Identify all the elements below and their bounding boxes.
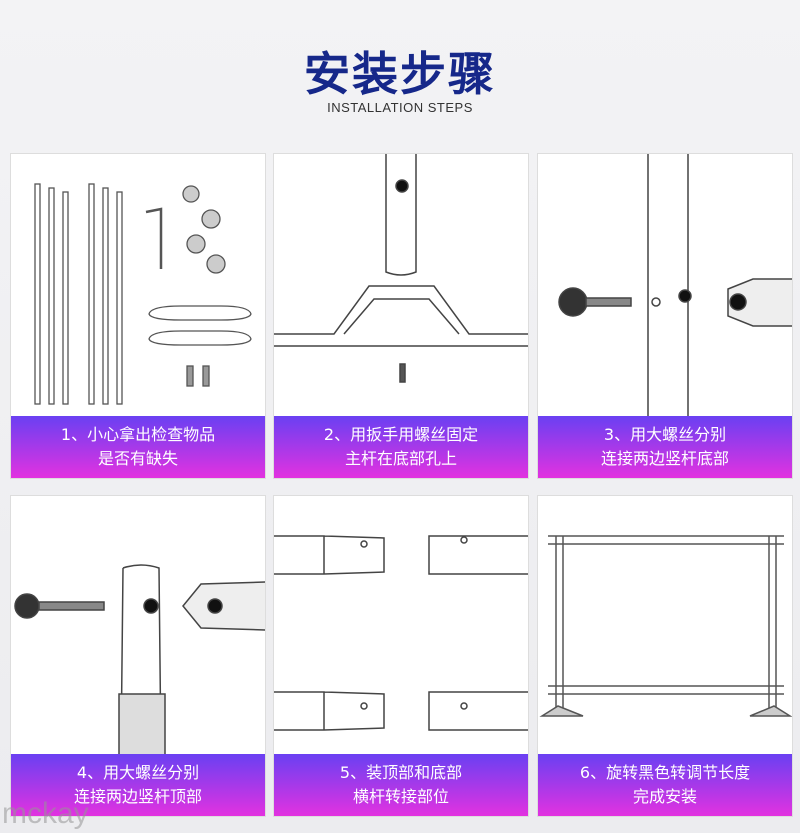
caption-line: 2、用扳手用螺丝固定	[323, 425, 479, 444]
caption-line: 是否有缺失	[97, 449, 178, 468]
base-illustration	[274, 154, 528, 383]
step-3-panel: 3、用大螺丝分别连接两边竖杆底部	[537, 153, 793, 479]
page-subtitle: INSTALLATION STEPS	[327, 100, 473, 115]
parts-illustration	[34, 183, 252, 405]
step-1-panel: 1、小心拿出检查物品是否有缺失	[10, 153, 266, 479]
step-3-caption: 3、用大螺丝分别连接两边竖杆底部	[538, 416, 792, 478]
crossbar-illustration	[274, 535, 528, 731]
top-joint-illustration	[14, 564, 265, 756]
step-1-caption: 1、小心拿出检查物品是否有缺失	[11, 416, 265, 478]
caption-line: 1、小心拿出检查物品	[60, 425, 216, 444]
step-2-panel: 2、用扳手用螺丝固定主杆在底部孔上	[273, 153, 529, 479]
step-2-caption: 2、用扳手用螺丝固定主杆在底部孔上	[274, 416, 528, 478]
step-4-panel: 4、用大螺丝分别连接两边竖杆顶部	[10, 495, 266, 817]
caption-line: 5、装顶部和底部	[339, 763, 463, 782]
caption-line: 连接两边竖杆顶部	[73, 787, 202, 806]
step-6-panel: 6、旋转黑色转调节长度完成安装	[537, 495, 793, 817]
watermark: mckay	[2, 797, 89, 830]
step-6-caption: 6、旋转黑色转调节长度完成安装	[538, 754, 792, 816]
caption-line: 4、用大螺丝分别	[76, 763, 200, 782]
caption-line: 完成安装	[632, 787, 697, 806]
bottom-joint-illustration	[558, 154, 792, 418]
caption-line: 主杆在底部孔上	[344, 449, 457, 468]
caption-line: 横杆转接部位	[352, 787, 449, 806]
step-5-caption: 5、装顶部和底部横杆转接部位	[274, 754, 528, 816]
caption-line: 连接两边竖杆底部	[600, 449, 729, 468]
assembled-frame-illustration	[539, 535, 792, 717]
page-title: 安装步骤	[304, 47, 496, 101]
step-5-panel: 5、装顶部和底部横杆转接部位	[273, 495, 529, 817]
step-4-caption: 4、用大螺丝分别连接两边竖杆顶部	[11, 754, 265, 816]
caption-line: 3、用大螺丝分别	[603, 425, 727, 444]
caption-line: 6、旋转黑色转调节长度	[579, 763, 751, 782]
